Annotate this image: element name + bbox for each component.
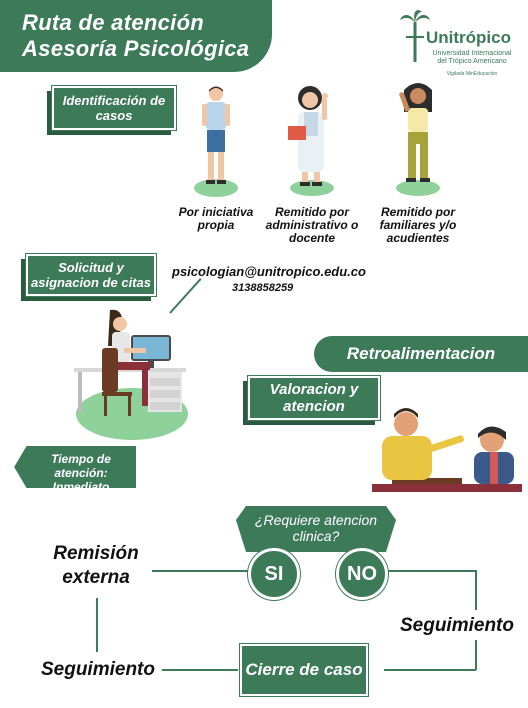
connector-si-external	[152, 570, 250, 572]
assessment-box: Valoracion y atencion	[247, 375, 381, 421]
option-3-caption: Remitido por familiares y/o acudientes	[379, 205, 457, 245]
title-line-1: Ruta de atención	[22, 10, 205, 35]
connector-followup-down	[475, 640, 477, 670]
logo-subtitle-1: Universidad Internacional	[432, 50, 512, 57]
connector-followup-close	[384, 669, 476, 671]
external-referral-label: Remisión externa	[53, 543, 139, 588]
no-label: NO	[347, 562, 377, 585]
title-line-2: Asesoría Psicológica	[22, 36, 250, 61]
feedback-pill: Retroalimentacion	[314, 336, 528, 372]
connector-no-right	[388, 570, 476, 572]
logo-tagline: Vigilada MinEducación	[446, 71, 498, 77]
followup-right-label: Seguimiento	[399, 615, 514, 636]
attention-time-label: Tiempo de atención: Inmediato	[51, 452, 111, 494]
consultation-illustration	[372, 404, 522, 494]
attention-time-box: Tiempo de atención: Inmediato	[12, 444, 138, 494]
title-banner	[0, 0, 272, 72]
desk-illustration	[72, 306, 192, 442]
identification-box: Identificación de casos	[51, 85, 177, 131]
connector-no-down	[475, 570, 477, 610]
followup-left-label: Seguimiento	[40, 659, 155, 680]
decision-question-box: ¿Requiere atencion clinica?	[236, 506, 396, 552]
assessment-label: Valoracion y atencion	[269, 381, 359, 415]
case-closure-box: Cierre de caso	[239, 643, 369, 697]
connector-close-followup	[162, 669, 238, 671]
request-label: Solicitud y asignacion de citas	[31, 260, 151, 290]
connector-external-down	[96, 598, 98, 652]
university-logo: Unitrópico Universidad Internacional del…	[396, 6, 524, 88]
identification-label: Identificación de casos	[62, 93, 166, 123]
logo-subtitle-2: del Trópico Americano	[437, 58, 507, 65]
logo-name: Unitrópico	[426, 28, 511, 47]
option-2-caption: Remitido por administrativo o docente	[265, 205, 359, 245]
option-1-caption: Por iniciativa propia	[178, 205, 254, 232]
no-option: NO	[336, 548, 388, 600]
case-closure-label: Cierre de caso	[245, 660, 363, 679]
student-figure	[188, 84, 244, 200]
decision-question-label: ¿Requiere atencion clinica?	[254, 512, 378, 544]
palm-tree-icon	[400, 10, 430, 62]
yes-label: SI	[264, 562, 284, 585]
feedback-label: Retroalimentacion	[346, 344, 496, 363]
yes-option: SI	[248, 548, 300, 600]
contact-phone: 3138858259	[232, 282, 294, 294]
request-box: Solicitud y asignacion de citas	[25, 253, 157, 297]
contact-email: psicologian@unitropico.edu.co	[172, 264, 366, 279]
family-figure	[388, 82, 448, 200]
teacher-figure	[280, 82, 352, 200]
